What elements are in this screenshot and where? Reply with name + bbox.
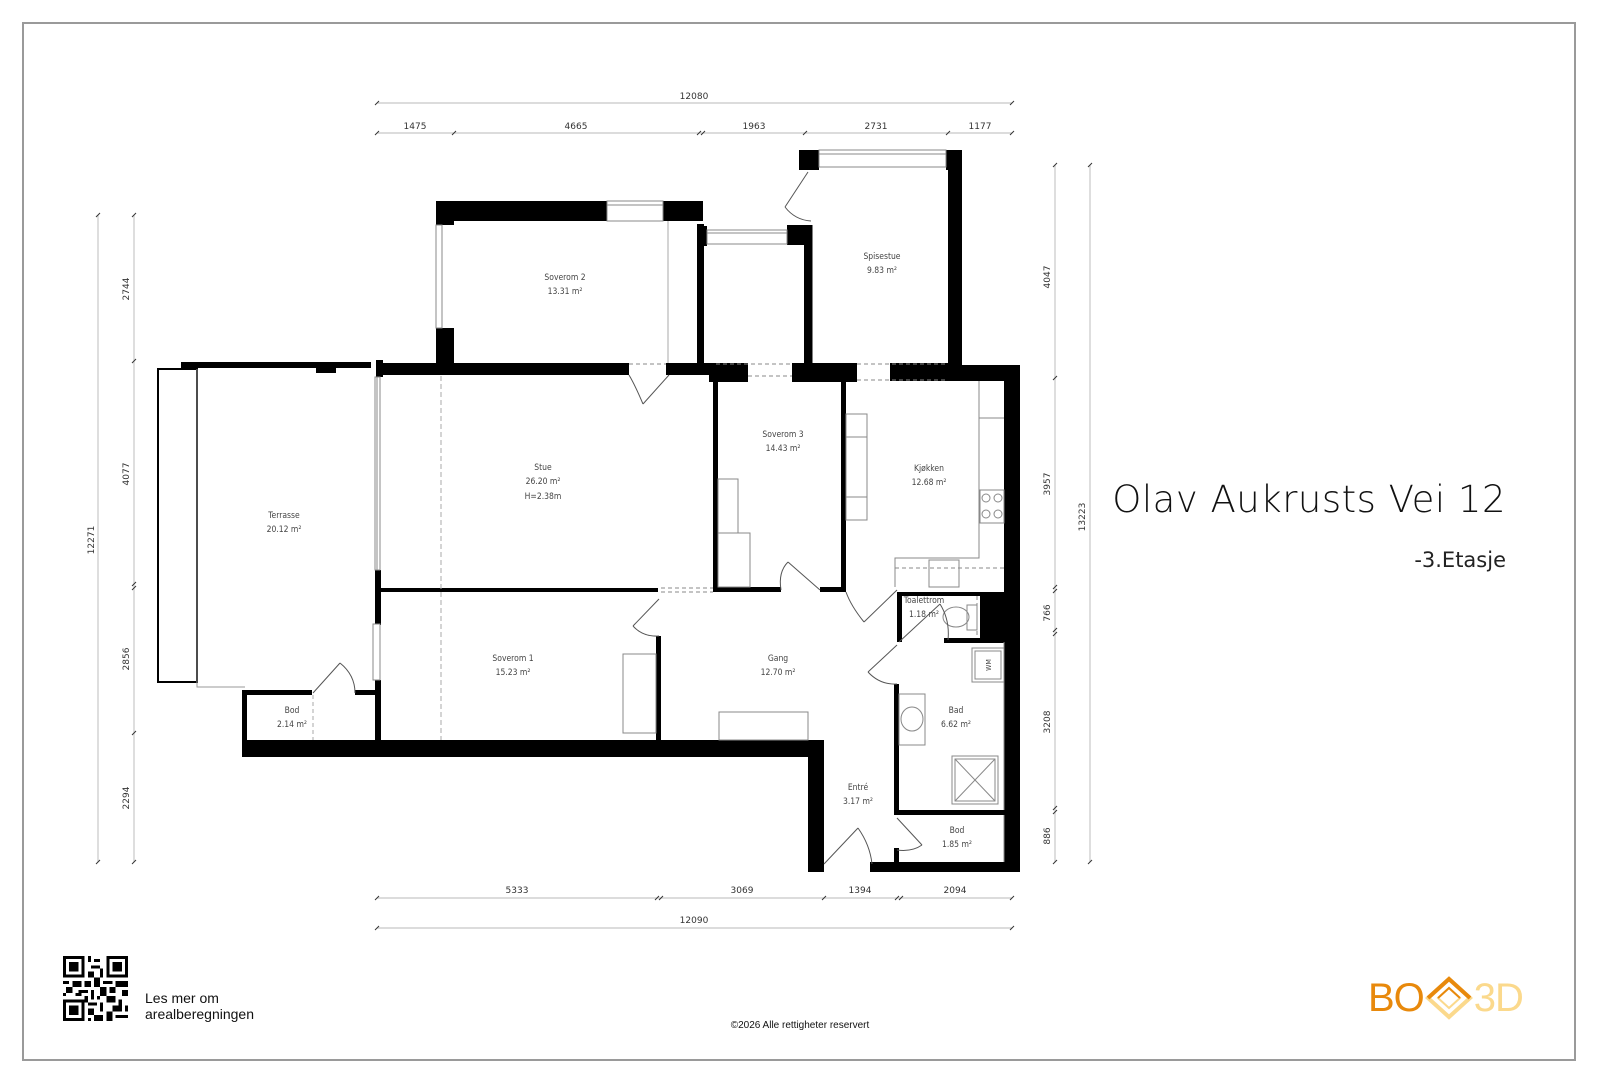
room-area: 1.18 m² bbox=[909, 610, 939, 620]
floor-subtitle: -3.Etasje bbox=[1414, 548, 1506, 572]
qr-caption: Les mer om arealberegningen bbox=[145, 990, 254, 1022]
room-height: H=2.38m bbox=[525, 492, 562, 502]
room-name: Entré bbox=[848, 782, 869, 793]
room-name: Bod bbox=[950, 826, 965, 836]
address-title: Olav Aukrusts Vei 12 bbox=[1112, 478, 1506, 521]
dim-left-total: 12271 bbox=[87, 526, 97, 555]
room-name: Bad bbox=[949, 706, 964, 716]
dim-top-seg: 2731 bbox=[865, 122, 888, 132]
dimension-ticks bbox=[95, 100, 1093, 931]
room-area: 15.23 m² bbox=[496, 668, 531, 678]
terrace bbox=[157, 362, 371, 688]
room-area: 12.70 m² bbox=[761, 668, 796, 678]
room-name: Soverom 2 bbox=[544, 273, 585, 283]
room-name: Toalettrom bbox=[903, 596, 945, 606]
room-name: Kjøkken bbox=[914, 464, 944, 474]
logo-text-3d: 3D bbox=[1473, 975, 1524, 1020]
dim-left-seg: 4077 bbox=[122, 463, 132, 486]
room-area: 6.62 m² bbox=[941, 720, 971, 730]
room-area: 3.17 m² bbox=[843, 797, 873, 807]
dim-top-seg: 1963 bbox=[743, 122, 766, 132]
qr-caption-line2: arealberegningen bbox=[145, 1006, 254, 1022]
dim-bottom-seg: 3069 bbox=[731, 886, 754, 896]
room-labels: Soverom 2 13.31 m² Spisestue 9.83 m² Ter… bbox=[267, 252, 993, 850]
room-area: 13.31 m² bbox=[548, 287, 583, 297]
dim-left-seg: 2294 bbox=[122, 786, 132, 809]
room-area: 14.43 m² bbox=[766, 444, 801, 454]
dim-right-seg: 3957 bbox=[1043, 473, 1053, 496]
walls bbox=[242, 150, 1020, 872]
dimension-lines bbox=[97, 102, 1091, 929]
washing-machine-label: WM bbox=[985, 659, 993, 671]
room-name: Spisestue bbox=[863, 252, 900, 262]
room-area: 26.20 m² bbox=[526, 477, 561, 487]
room-area: 12.68 m² bbox=[912, 478, 947, 488]
doors bbox=[312, 171, 949, 865]
logo-text-bo: BO bbox=[1368, 975, 1425, 1020]
bo3d-logo: BO 3D bbox=[1368, 975, 1524, 1020]
room-area: 20.12 m² bbox=[267, 525, 302, 535]
dim-top-seg: 1177 bbox=[969, 122, 992, 132]
dim-bottom-seg: 2094 bbox=[944, 886, 967, 896]
dim-top-seg: 4665 bbox=[565, 122, 588, 132]
interior-lines bbox=[312, 149, 1005, 862]
dim-right-total: 13223 bbox=[1078, 503, 1088, 532]
dim-left-seg: 2744 bbox=[122, 277, 132, 300]
diamond-logo-icon bbox=[1424, 976, 1473, 1020]
dim-right-seg: 766 bbox=[1043, 604, 1053, 621]
room-name: Gang bbox=[768, 654, 788, 664]
dimension-labels: 12080 1475 4665 1963 2731 1177 5333 3069… bbox=[87, 92, 1088, 926]
room-area: 9.83 m² bbox=[867, 266, 897, 276]
room-name: Stue bbox=[534, 463, 552, 473]
dim-right-seg: 4047 bbox=[1043, 266, 1053, 289]
dim-bottom-seg: 5333 bbox=[506, 886, 529, 896]
qr-caption-line1: Les mer om bbox=[145, 990, 219, 1006]
dim-top-total: 12080 bbox=[680, 92, 709, 102]
dim-top-seg: 1475 bbox=[404, 122, 427, 132]
qr-code-icon[interactable] bbox=[63, 956, 128, 1021]
dim-left-seg: 2856 bbox=[122, 647, 132, 670]
dim-bottom-seg: 1394 bbox=[849, 886, 872, 896]
room-name: Soverom 1 bbox=[492, 654, 533, 664]
room-name: Terrasse bbox=[267, 511, 300, 521]
dim-bottom-total: 12090 bbox=[680, 916, 709, 926]
room-name: Bod bbox=[285, 706, 300, 716]
dim-right-seg: 3208 bbox=[1043, 710, 1053, 733]
page-frame bbox=[22, 22, 1576, 1061]
room-area: 2.14 m² bbox=[277, 720, 307, 730]
room-area: 1.85 m² bbox=[942, 840, 972, 850]
room-name: Soverom 3 bbox=[762, 430, 803, 440]
copyright-text: ©2026 Alle rettigheter reservert bbox=[730, 1020, 870, 1031]
dim-right-seg: 886 bbox=[1043, 827, 1053, 844]
